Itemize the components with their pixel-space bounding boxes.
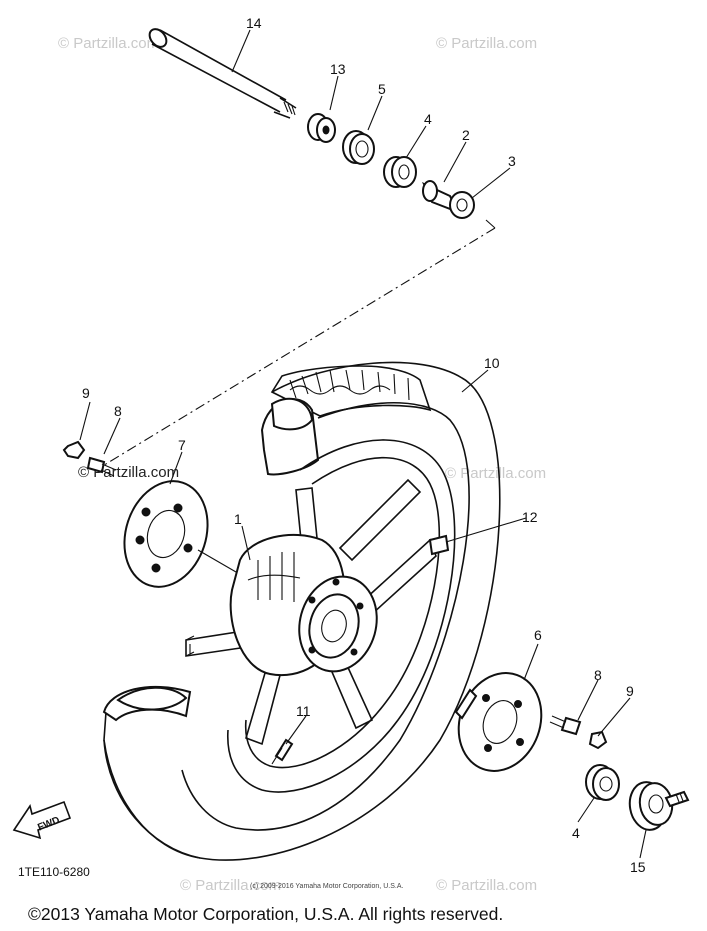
bolt-part-8-left [86, 456, 117, 477]
watermark: © Partzilla.com [436, 877, 537, 894]
bearing-part-4-lower [585, 764, 620, 801]
callout-1: 1 [234, 511, 242, 527]
reference-code: 1TE110-6280 [18, 865, 90, 879]
watermark: © Partzilla.com [58, 35, 159, 52]
callout-12: 12 [522, 509, 538, 525]
callout-8-right: 8 [594, 667, 602, 683]
leader-lines [79, 29, 647, 859]
callout-7: 7 [178, 437, 186, 453]
callout-9-left: 9 [82, 385, 90, 401]
small-copyright: (c) 2009-2016 Yamaha Motor Corporation, … [250, 883, 403, 890]
callout-9-right: 9 [626, 683, 634, 699]
callout-14: 14 [246, 15, 262, 31]
callout-3: 3 [508, 153, 516, 169]
bearing-part-4-upper [383, 156, 417, 188]
disc-plate-part-7 [123, 480, 209, 588]
tire-part-10 [102, 361, 501, 861]
callout-10: 10 [484, 355, 500, 371]
callout-6: 6 [534, 627, 542, 643]
axle-part-14 [148, 28, 297, 119]
footer-copyright: ©2013 Yamaha Motor Corporation, U.S.A. A… [28, 904, 503, 924]
callout-15: 15 [630, 859, 646, 875]
gear-unit-part-15 [628, 781, 690, 831]
callout-2: 2 [462, 127, 470, 143]
disc-plate-part-6 [454, 672, 543, 772]
callout-4: 4 [424, 111, 432, 127]
callout-5: 5 [378, 81, 386, 97]
wheel-hub-part-1 [185, 439, 456, 793]
fwd-arrow-icon: FWD [12, 800, 72, 840]
callout-13: 13 [330, 61, 346, 77]
watermark: © Partzilla.com [180, 877, 281, 894]
callout-4-lower: 4 [572, 825, 580, 841]
watermark: © Partzilla.com [445, 465, 546, 482]
fwd-label: FWD [36, 815, 61, 834]
nut-part-9-right [588, 730, 608, 750]
seal-part-3 [449, 191, 475, 219]
bolt-part-8-right [549, 715, 582, 736]
axle-centerline [95, 227, 496, 471]
callout-11: 11 [296, 703, 311, 719]
callout-8-left: 8 [114, 403, 122, 419]
watermark: © Partzilla.com [436, 35, 537, 52]
bearing-part-5 [342, 130, 375, 165]
nut-part-9-left [62, 440, 86, 460]
spacer-part-13 [307, 113, 336, 143]
